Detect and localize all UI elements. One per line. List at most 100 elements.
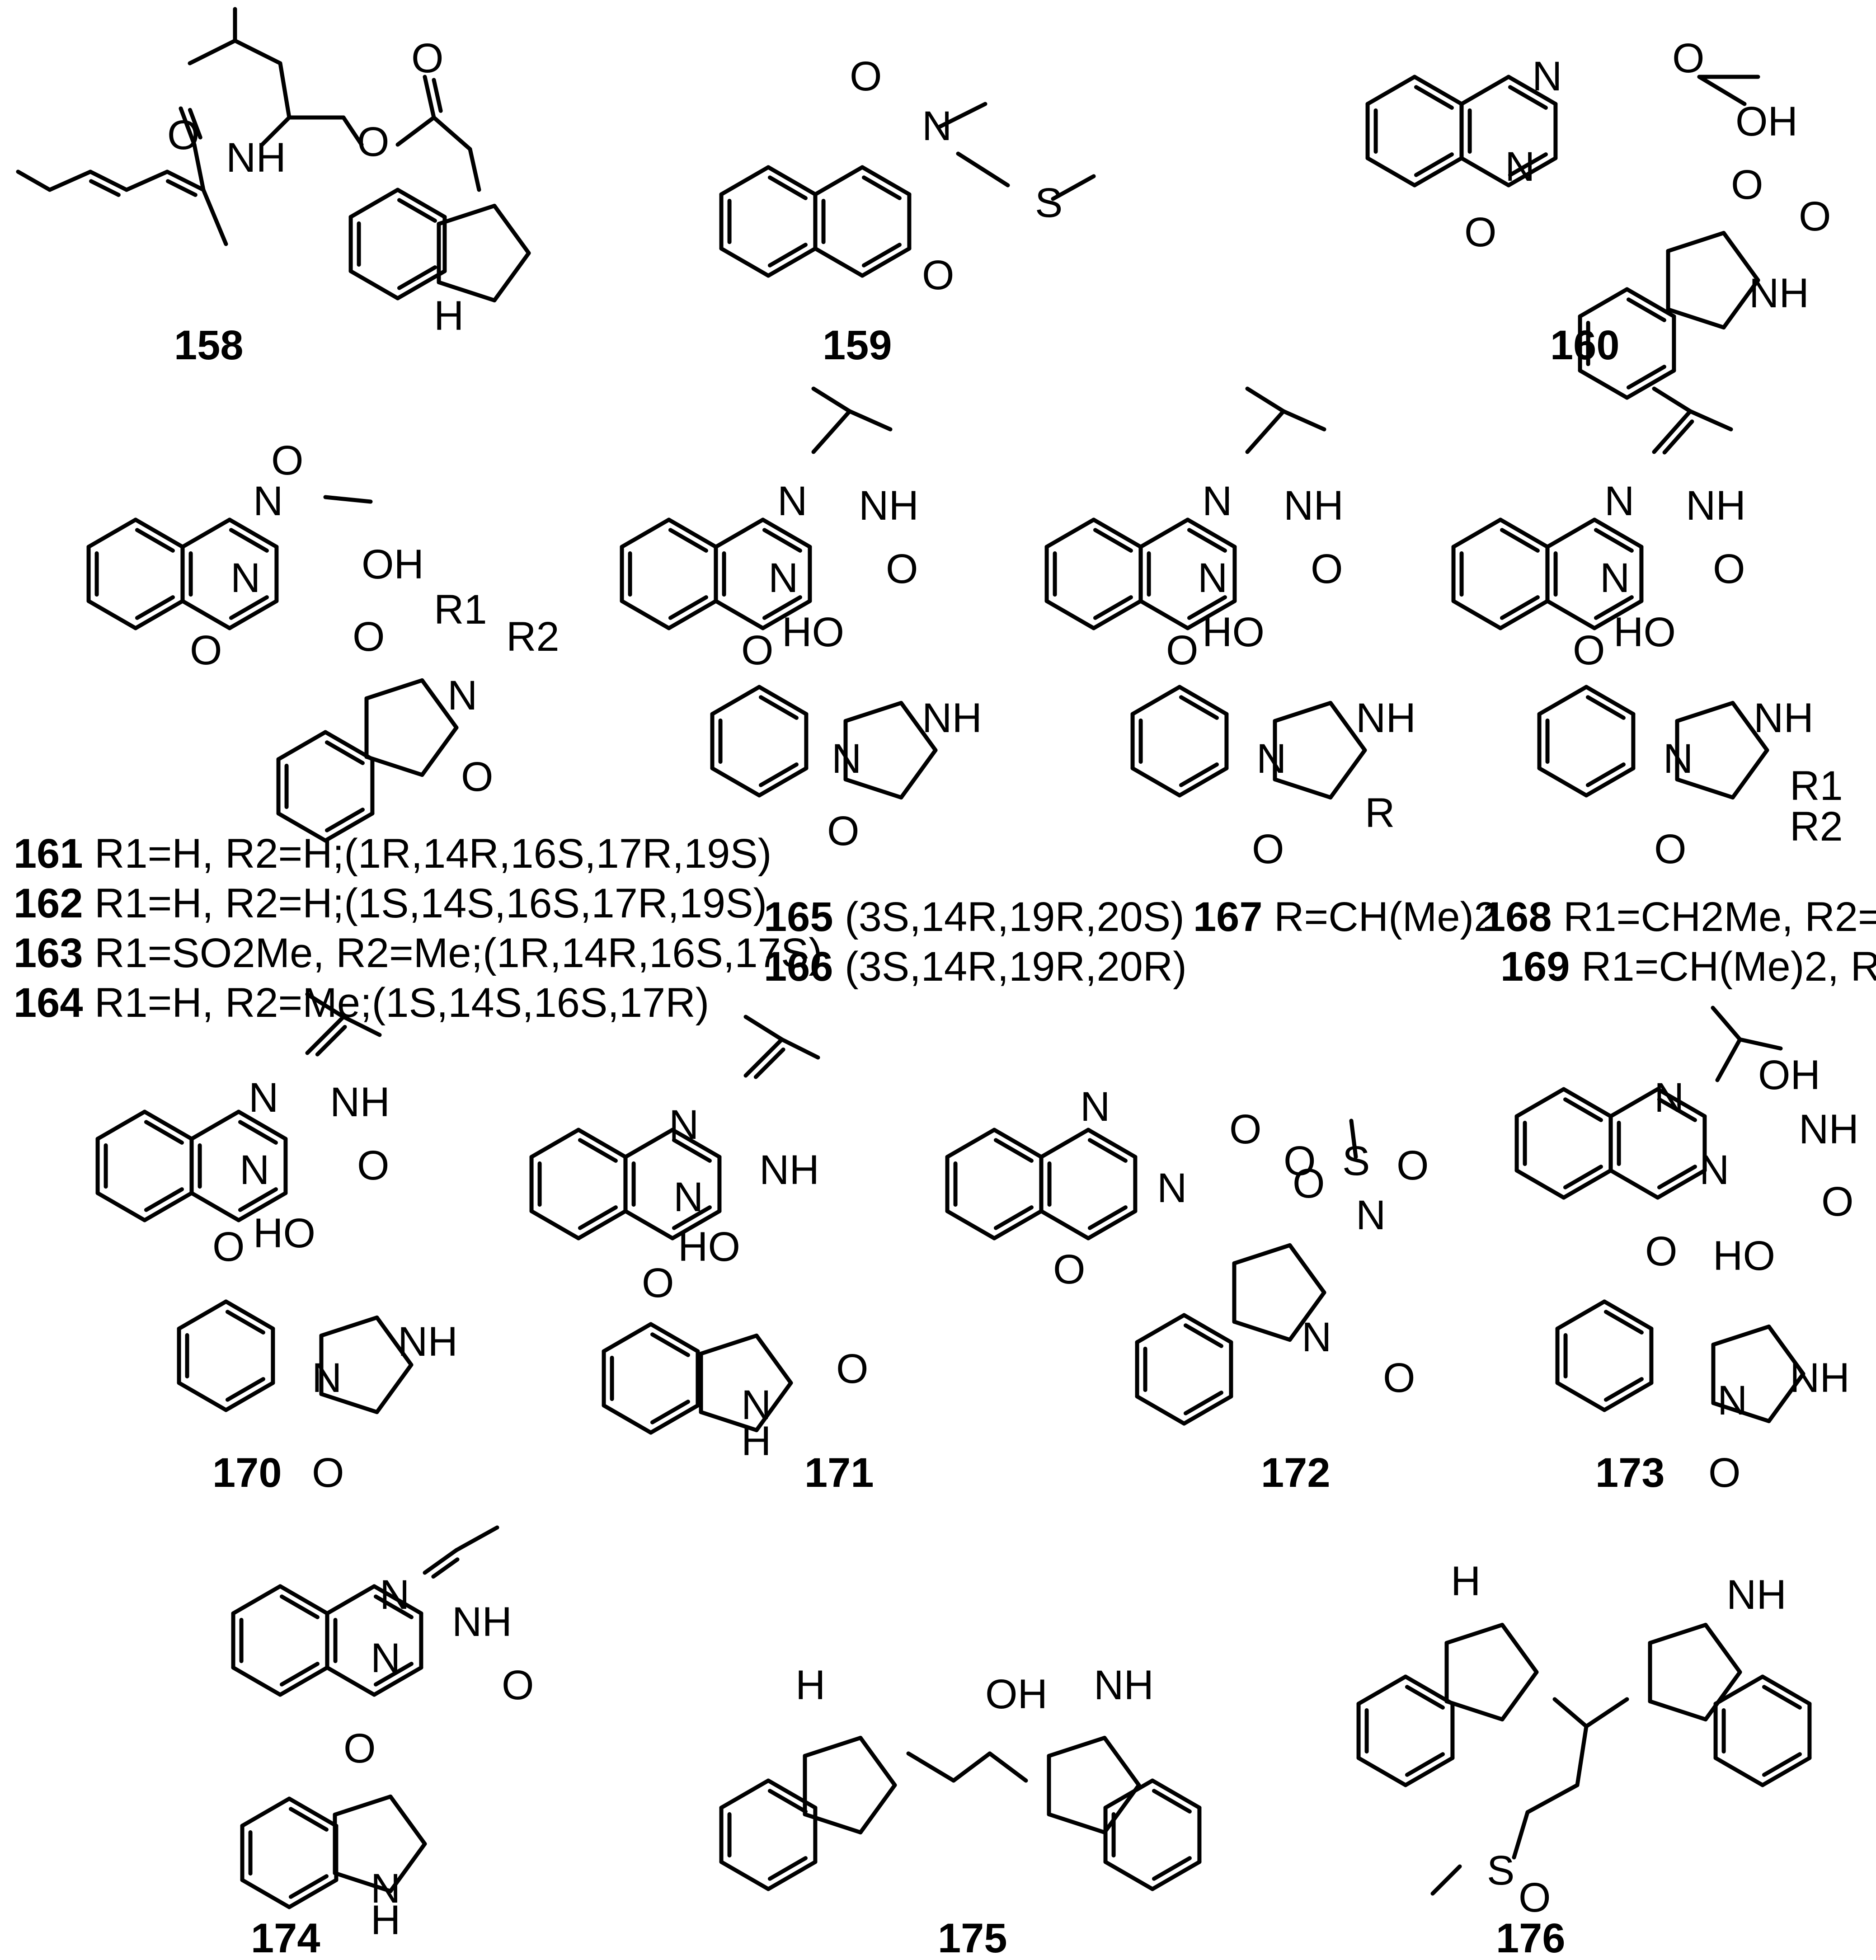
bond <box>1721 278 1760 330</box>
atom-label: N <box>1699 1147 1729 1193</box>
bond <box>423 75 436 120</box>
compound-number: 158 <box>174 322 244 368</box>
atom-label: N <box>1717 1377 1747 1424</box>
bond <box>133 517 185 549</box>
atom-label: N <box>240 1147 269 1193</box>
bond <box>324 808 365 832</box>
bond <box>1578 287 1629 319</box>
atom-label: O <box>1383 1355 1415 1401</box>
bond <box>1182 1313 1233 1344</box>
bond <box>375 1363 414 1415</box>
bond <box>767 175 808 200</box>
bond <box>743 1015 784 1042</box>
atom-label: NH <box>1790 1355 1850 1401</box>
bond <box>670 1128 722 1159</box>
atom-label: NH <box>1799 1106 1859 1152</box>
atom-label: O <box>1799 193 1831 240</box>
bond <box>719 165 771 197</box>
bond <box>88 169 129 192</box>
bond <box>1602 1381 1654 1412</box>
bond <box>1545 599 1597 630</box>
atom-label: NH <box>452 1599 512 1645</box>
bond <box>395 188 447 219</box>
bond <box>1552 1697 1589 1729</box>
atom-label: R1 <box>434 587 487 633</box>
bond <box>1713 1674 1765 1706</box>
bond <box>1451 517 1503 549</box>
bond <box>813 165 865 197</box>
atom-label: O <box>1573 627 1605 673</box>
bond <box>858 1735 897 1787</box>
atom-label: OH <box>1735 99 1798 145</box>
bond <box>177 1299 228 1331</box>
compound-caption: 164 R1=H, R2=Me;(1S,14S,16S,17R) <box>14 980 709 1026</box>
bond <box>47 169 93 192</box>
bond <box>803 1812 863 1835</box>
bond <box>1328 748 1367 800</box>
atom-label: H <box>1451 1558 1481 1604</box>
bond <box>1626 365 1666 390</box>
bond <box>124 169 169 192</box>
bond <box>1087 1138 1128 1163</box>
bond <box>341 1015 382 1037</box>
atom-label: N <box>1604 478 1634 524</box>
bond <box>16 169 52 192</box>
atom-label: H <box>741 1418 771 1464</box>
bond <box>938 102 987 129</box>
atom-label: O <box>850 53 882 99</box>
atom-label: N <box>1202 478 1232 524</box>
bond <box>860 246 912 278</box>
atom-label: N <box>1256 736 1286 782</box>
atom-label: N <box>312 1355 342 1401</box>
bond <box>710 685 762 716</box>
bond <box>529 1128 581 1159</box>
atom-label: N <box>1505 144 1535 190</box>
atom-label: O <box>741 627 774 673</box>
bond <box>1152 1856 1192 1881</box>
atom-label: NH <box>922 695 982 741</box>
atom-label: OH <box>1758 1052 1820 1098</box>
bond <box>1403 1756 1455 1787</box>
compound-label-layer: 158 159 160 161 R1=H, R2=H;(1R,14R,16S,1… <box>14 322 1876 1960</box>
atom-label: NH <box>1284 483 1344 529</box>
bond <box>437 280 497 303</box>
bond <box>333 1794 393 1817</box>
bond <box>1575 1724 1589 1787</box>
bond <box>179 106 197 147</box>
atom-label: HO <box>253 1210 315 1256</box>
bond <box>1594 595 1634 620</box>
bond <box>287 1878 339 1909</box>
bond <box>1044 517 1096 549</box>
bond <box>1584 685 1636 716</box>
bond <box>1578 368 1629 400</box>
atom-label: O <box>1229 1106 1262 1152</box>
bond <box>803 1735 863 1758</box>
atom-label: OH <box>985 1671 1048 1717</box>
bond <box>1091 517 1143 549</box>
atom-label: N <box>447 672 477 719</box>
bond <box>992 1128 1044 1159</box>
bond <box>767 1856 808 1881</box>
bond <box>323 811 375 843</box>
bond <box>1232 1320 1292 1342</box>
bond <box>1412 75 1464 106</box>
bond <box>1500 528 1540 553</box>
atom-label: NH <box>859 483 919 529</box>
bond <box>240 1796 292 1828</box>
bond <box>813 246 865 278</box>
bond <box>843 777 903 800</box>
bond <box>754 1381 793 1433</box>
bond <box>1652 386 1693 414</box>
atom-label: O <box>212 1224 245 1270</box>
bond <box>899 748 938 800</box>
bond <box>1498 517 1550 549</box>
atom-label: N <box>230 555 260 601</box>
bond <box>951 1751 992 1783</box>
bond <box>1451 599 1503 630</box>
bond <box>762 528 802 553</box>
bond <box>1187 528 1227 553</box>
bond <box>1730 700 1769 752</box>
bond <box>1592 517 1644 549</box>
atom-label: O <box>353 614 385 660</box>
bond <box>142 1191 194 1222</box>
